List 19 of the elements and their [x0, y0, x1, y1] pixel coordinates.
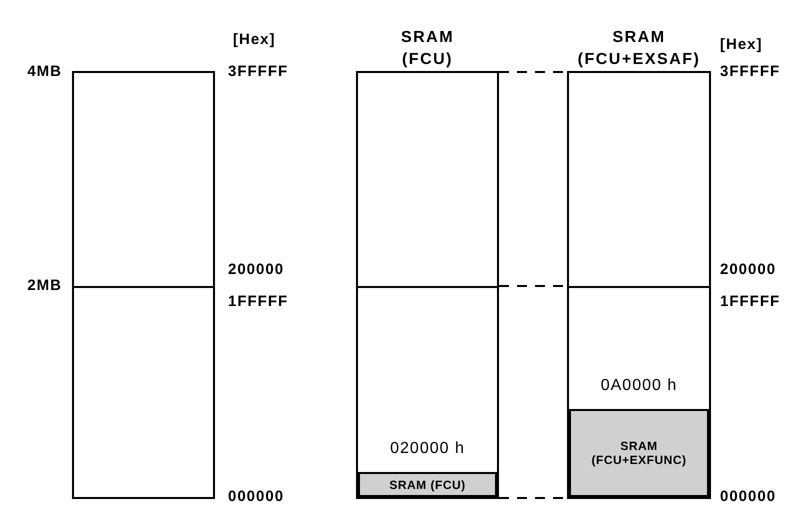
region-label: SRAM (FCU+EXFUNC) — [590, 439, 688, 467]
address-label: 3FFFFF — [720, 63, 780, 81]
address-label: 000000 — [228, 488, 284, 506]
size-label: 2MB — [27, 277, 62, 295]
address-label: 020000 h — [389, 440, 466, 458]
address-label: 000000 — [720, 488, 776, 506]
address-label: 3FFFFF — [228, 63, 288, 81]
address-label: 200000 — [228, 261, 284, 279]
region-label: SRAM (FCU) — [389, 478, 466, 492]
memory-block — [72, 71, 215, 499]
address-label: 0A0000 h — [600, 377, 678, 395]
unit-label: [Hex] — [233, 31, 276, 49]
address-label: 1FFFFF — [720, 293, 780, 311]
column-heading: SRAM (FCU) — [400, 28, 456, 70]
address-label: 1FFFFF — [228, 293, 288, 311]
address-label: 200000 — [720, 261, 776, 279]
unit-label: [Hex] — [720, 36, 763, 54]
column-heading: SRAM (FCU+EXSAF) — [576, 28, 702, 70]
size-label: 4MB — [27, 63, 62, 81]
